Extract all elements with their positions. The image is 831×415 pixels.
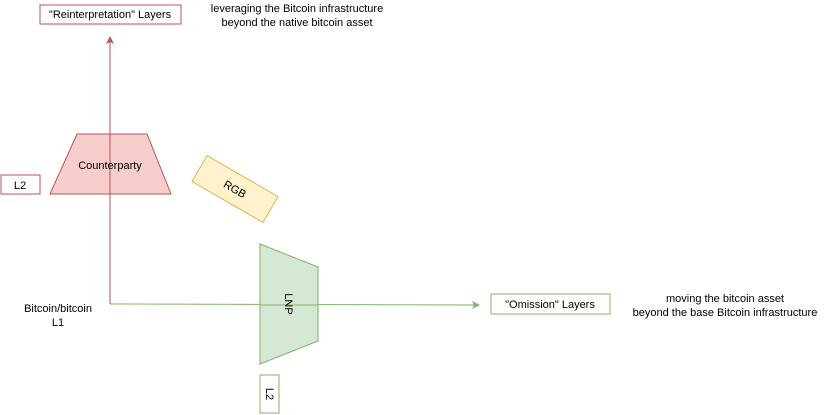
l2-left-box[interactable]: L2: [0, 174, 41, 195]
rgb-shape[interactable]: RGB: [191, 154, 279, 224]
reinterpretation-layers-box[interactable]: "Reinterpretation" Layers: [39, 4, 182, 25]
l2-left-label: L2: [14, 180, 26, 192]
omission-note-line2: beyond the base Bitcoin infrastructure: [633, 307, 818, 319]
counterparty-label: Counterparty: [78, 160, 142, 172]
l2-bottom-box[interactable]: L2: [259, 374, 280, 414]
lnp-label: LNP: [282, 293, 294, 314]
lnp-shape[interactable]: LNP: [259, 243, 319, 365]
counterparty-shape[interactable]: Counterparty: [49, 133, 172, 195]
omission-layers-box[interactable]: "Omission" Layers: [490, 293, 611, 315]
omission-layers-label: "Omission" Layers: [505, 299, 595, 311]
base-layer-label-line2: L1: [52, 317, 64, 329]
reinterpretation-note-line2: beyond the native bitcoin asset: [221, 17, 372, 29]
base-layer-label-line1: Bitcoin/bitcoin: [24, 303, 92, 315]
l2-bottom-label: L2: [263, 388, 275, 400]
omission-note-line1: moving the bitcoin asset: [666, 293, 784, 305]
reinterpretation-layers-label: "Reinterpretation" Layers: [49, 9, 172, 21]
reinterpretation-note-line1: leveraging the Bitcoin infrastructure: [211, 3, 383, 15]
